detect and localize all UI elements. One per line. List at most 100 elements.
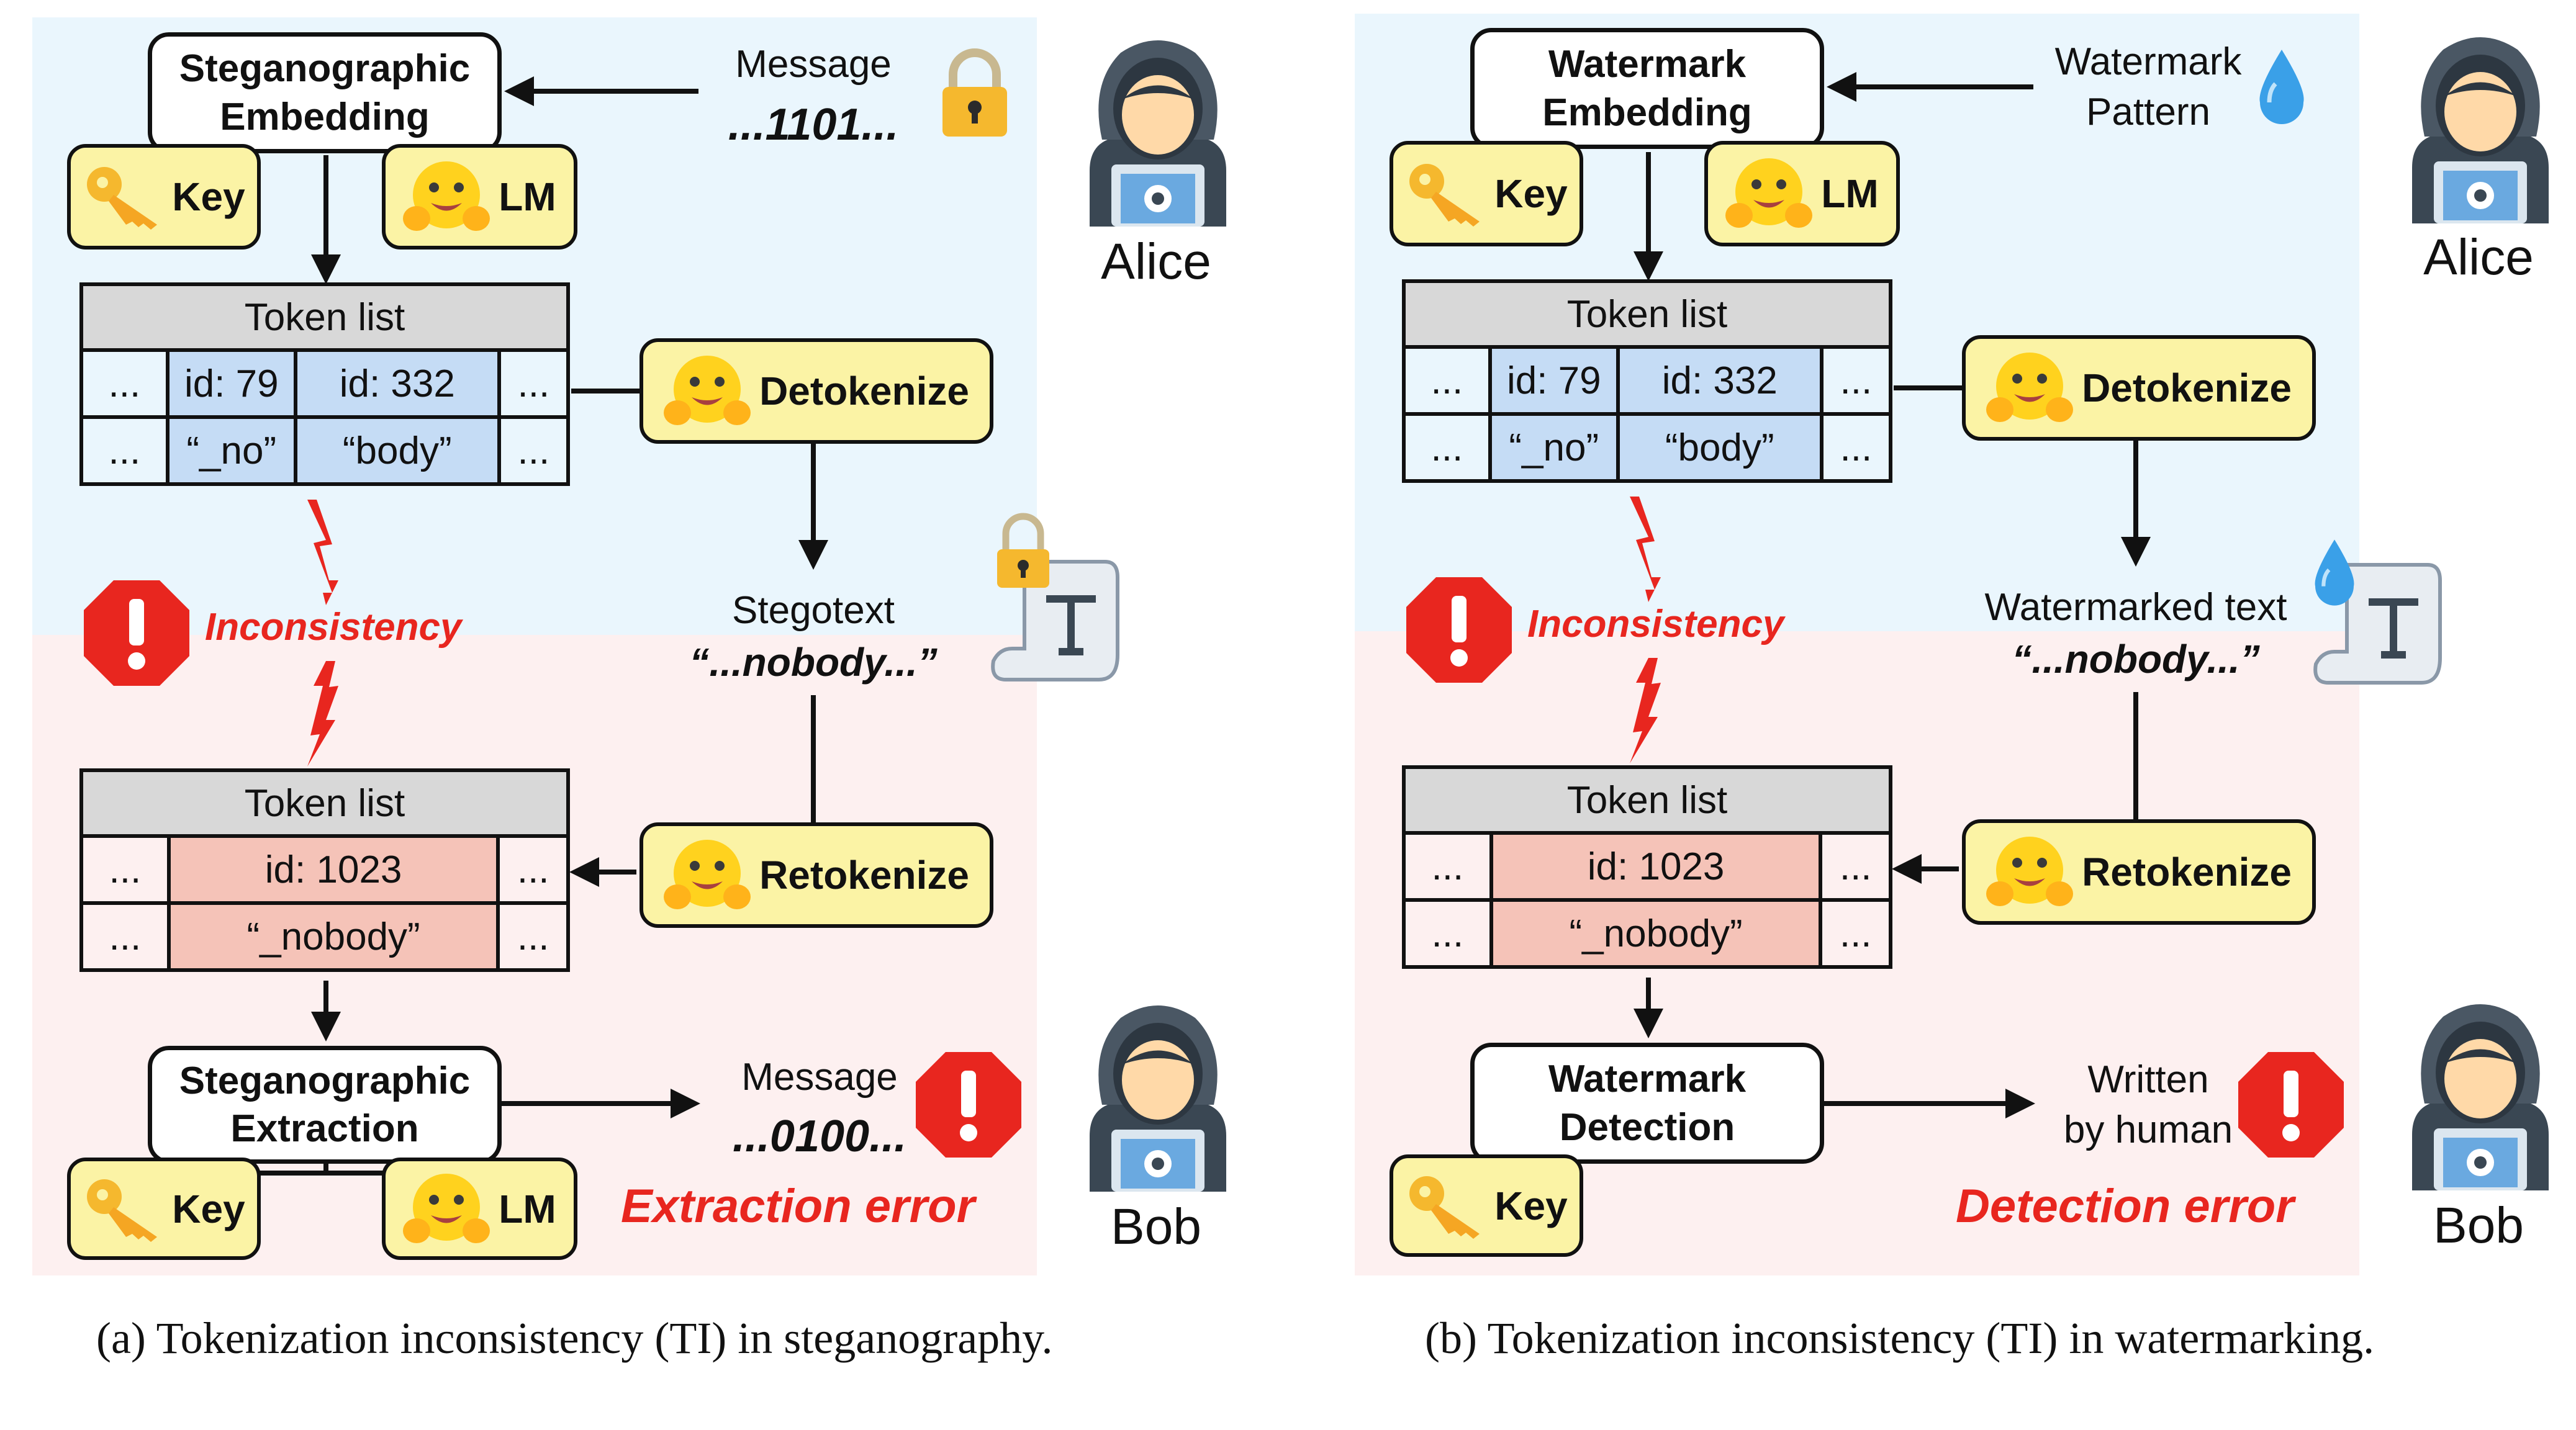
lightning-icon: [1630, 658, 1661, 763]
key-label: Key: [172, 1186, 245, 1231]
retokenize-box: Retokenize: [639, 822, 993, 928]
lm-label: LM: [499, 174, 556, 219]
person-name-top: Alice: [1101, 233, 1211, 290]
table-cell: ...: [1402, 412, 1492, 483]
table-cell: id: 332: [1616, 345, 1824, 416]
detokenize-label: Detokenize: [759, 369, 969, 413]
top-token-table: Token list ... id: 79 id: 332 ... ... “_…: [79, 282, 571, 486]
extraction-error-label: Extraction error: [621, 1180, 975, 1233]
table-cell: ...: [496, 834, 570, 905]
table-cell: ...: [1402, 831, 1493, 902]
bottom-token-table: Token list ... id: 1023 ... ... “_nobody…: [79, 768, 570, 972]
key-label: Key: [172, 174, 245, 219]
stegotext-value: “...nobody...”: [689, 640, 938, 685]
person-name-bottom: Bob: [1111, 1198, 1201, 1255]
table-cell: ...: [79, 415, 169, 486]
person-name-top: Alice: [2423, 229, 2534, 286]
table-cell: id: 332: [293, 348, 501, 419]
lightning-icon: [307, 500, 338, 605]
lm-label: LM: [1821, 171, 1879, 216]
water-drop-icon: [2259, 50, 2304, 124]
watermarked-text-value: “...nobody...”: [2012, 637, 2260, 681]
table-cell: ...: [79, 348, 169, 419]
key-icon: [83, 1175, 163, 1243]
watermark-embedding-box: Watermark Embedding: [1470, 28, 1824, 149]
table-cell: id: 1023: [1489, 831, 1823, 902]
stop-sign-icon: [916, 1052, 1021, 1158]
hugging-face-icon: [1986, 348, 2074, 428]
watermarked-text-label: Watermarked text: [1984, 586, 2287, 629]
key-icon: [83, 163, 163, 231]
lm-box: LM: [382, 1158, 577, 1260]
caption-b: (b) Tokenization inconsistency (TI) in w…: [1425, 1313, 2375, 1363]
retokenize-label: Retokenize: [2082, 850, 2292, 894]
stegotext-label: Stegotext: [732, 589, 895, 632]
scroll-text-icon: [991, 513, 1119, 681]
lm-label: LM: [499, 1186, 556, 1231]
arrows: [211, 76, 828, 1176]
table-cell: ...: [1819, 898, 1892, 969]
lm-box: LM: [382, 144, 577, 250]
table-cell: ...: [1819, 345, 1893, 416]
table-cell: id: 79: [1488, 345, 1620, 416]
detokenize-box: Detokenize: [639, 338, 993, 444]
arrows: [1634, 72, 2151, 1118]
table-cell: ...: [497, 415, 571, 486]
lightning-icon: [1630, 497, 1661, 602]
table-header: Token list: [1402, 765, 1892, 835]
top-token-table: Token list ... id: 79 id: 332 ... ... “_…: [1402, 279, 1893, 483]
hacker-person-icon-bottom: [1090, 1005, 1226, 1192]
key-label: Key: [1494, 171, 1568, 216]
table-cell: id: 79: [165, 348, 297, 419]
table-cell: “body”: [293, 415, 501, 486]
hugging-face-icon: [403, 1169, 490, 1249]
hacker-person-icon-top: [2412, 37, 2549, 223]
person-name-bottom: Bob: [2433, 1197, 2524, 1254]
table-cell: “_no”: [165, 415, 297, 486]
table-cell: ...: [79, 834, 171, 905]
stop-sign-icon: [2238, 1052, 2344, 1158]
hacker-person-icon-bottom: [2412, 1004, 2549, 1190]
hacker-person-icon-top: [1090, 40, 1226, 227]
table-cell: ...: [1402, 898, 1493, 969]
output-message-label: Message: [741, 1056, 898, 1099]
detection-error-label: Detection error: [1956, 1180, 2294, 1233]
detokenize-label: Detokenize: [2082, 366, 2292, 410]
hugging-face-icon: [664, 351, 751, 431]
message-value: ...1101...: [728, 100, 899, 150]
table-cell: “_nobody”: [1489, 898, 1823, 969]
scroll-text-icon: [2313, 563, 2442, 685]
key-icon: [1405, 1172, 1486, 1240]
table-cell: “body”: [1616, 412, 1824, 483]
hugging-face-icon: [1986, 832, 2074, 912]
table-header: Token list: [79, 768, 570, 838]
output-message-value: ...0100...: [732, 1112, 907, 1161]
inconsistency-label: Inconsistency: [205, 606, 462, 649]
key-box: Key: [67, 1158, 261, 1260]
table-cell: ...: [497, 348, 571, 419]
hugging-face-icon: [664, 835, 751, 915]
retokenize-box: Retokenize: [1962, 819, 2316, 925]
lightning-icon: [307, 661, 338, 767]
panel-steganography: Steganographic Embedding Message ...1101…: [0, 0, 1226, 1430]
key-icon: [1405, 160, 1486, 228]
key-box: Key: [1390, 141, 1583, 246]
table-header: Token list: [79, 282, 570, 352]
lock-icon: [942, 48, 1007, 137]
key-box: Key: [1390, 1154, 1583, 1257]
table-cell: ...: [1402, 345, 1492, 416]
watermark-detection-box: Watermark Detection: [1470, 1043, 1824, 1164]
table-cell: ...: [1819, 412, 1893, 483]
key-label: Key: [1494, 1183, 1568, 1228]
inconsistency-label: Inconsistency: [1527, 603, 1784, 645]
bottom-token-table: Token list ... id: 1023 ... ... “_nobody…: [1402, 765, 1892, 969]
lm-box: LM: [1704, 141, 1900, 246]
table-cell: “_nobody”: [166, 901, 500, 972]
table-cell: ...: [496, 901, 570, 972]
retokenize-label: Retokenize: [759, 853, 969, 897]
panel-watermarking: Watermark Embedding Watermark Pattern Ke…: [1322, 0, 2576, 1430]
stop-sign-icon: [84, 580, 189, 686]
water-drop-icon: [2315, 539, 2354, 606]
detokenize-box: Detokenize: [1962, 335, 2316, 441]
table-cell: id: 1023: [166, 834, 500, 905]
